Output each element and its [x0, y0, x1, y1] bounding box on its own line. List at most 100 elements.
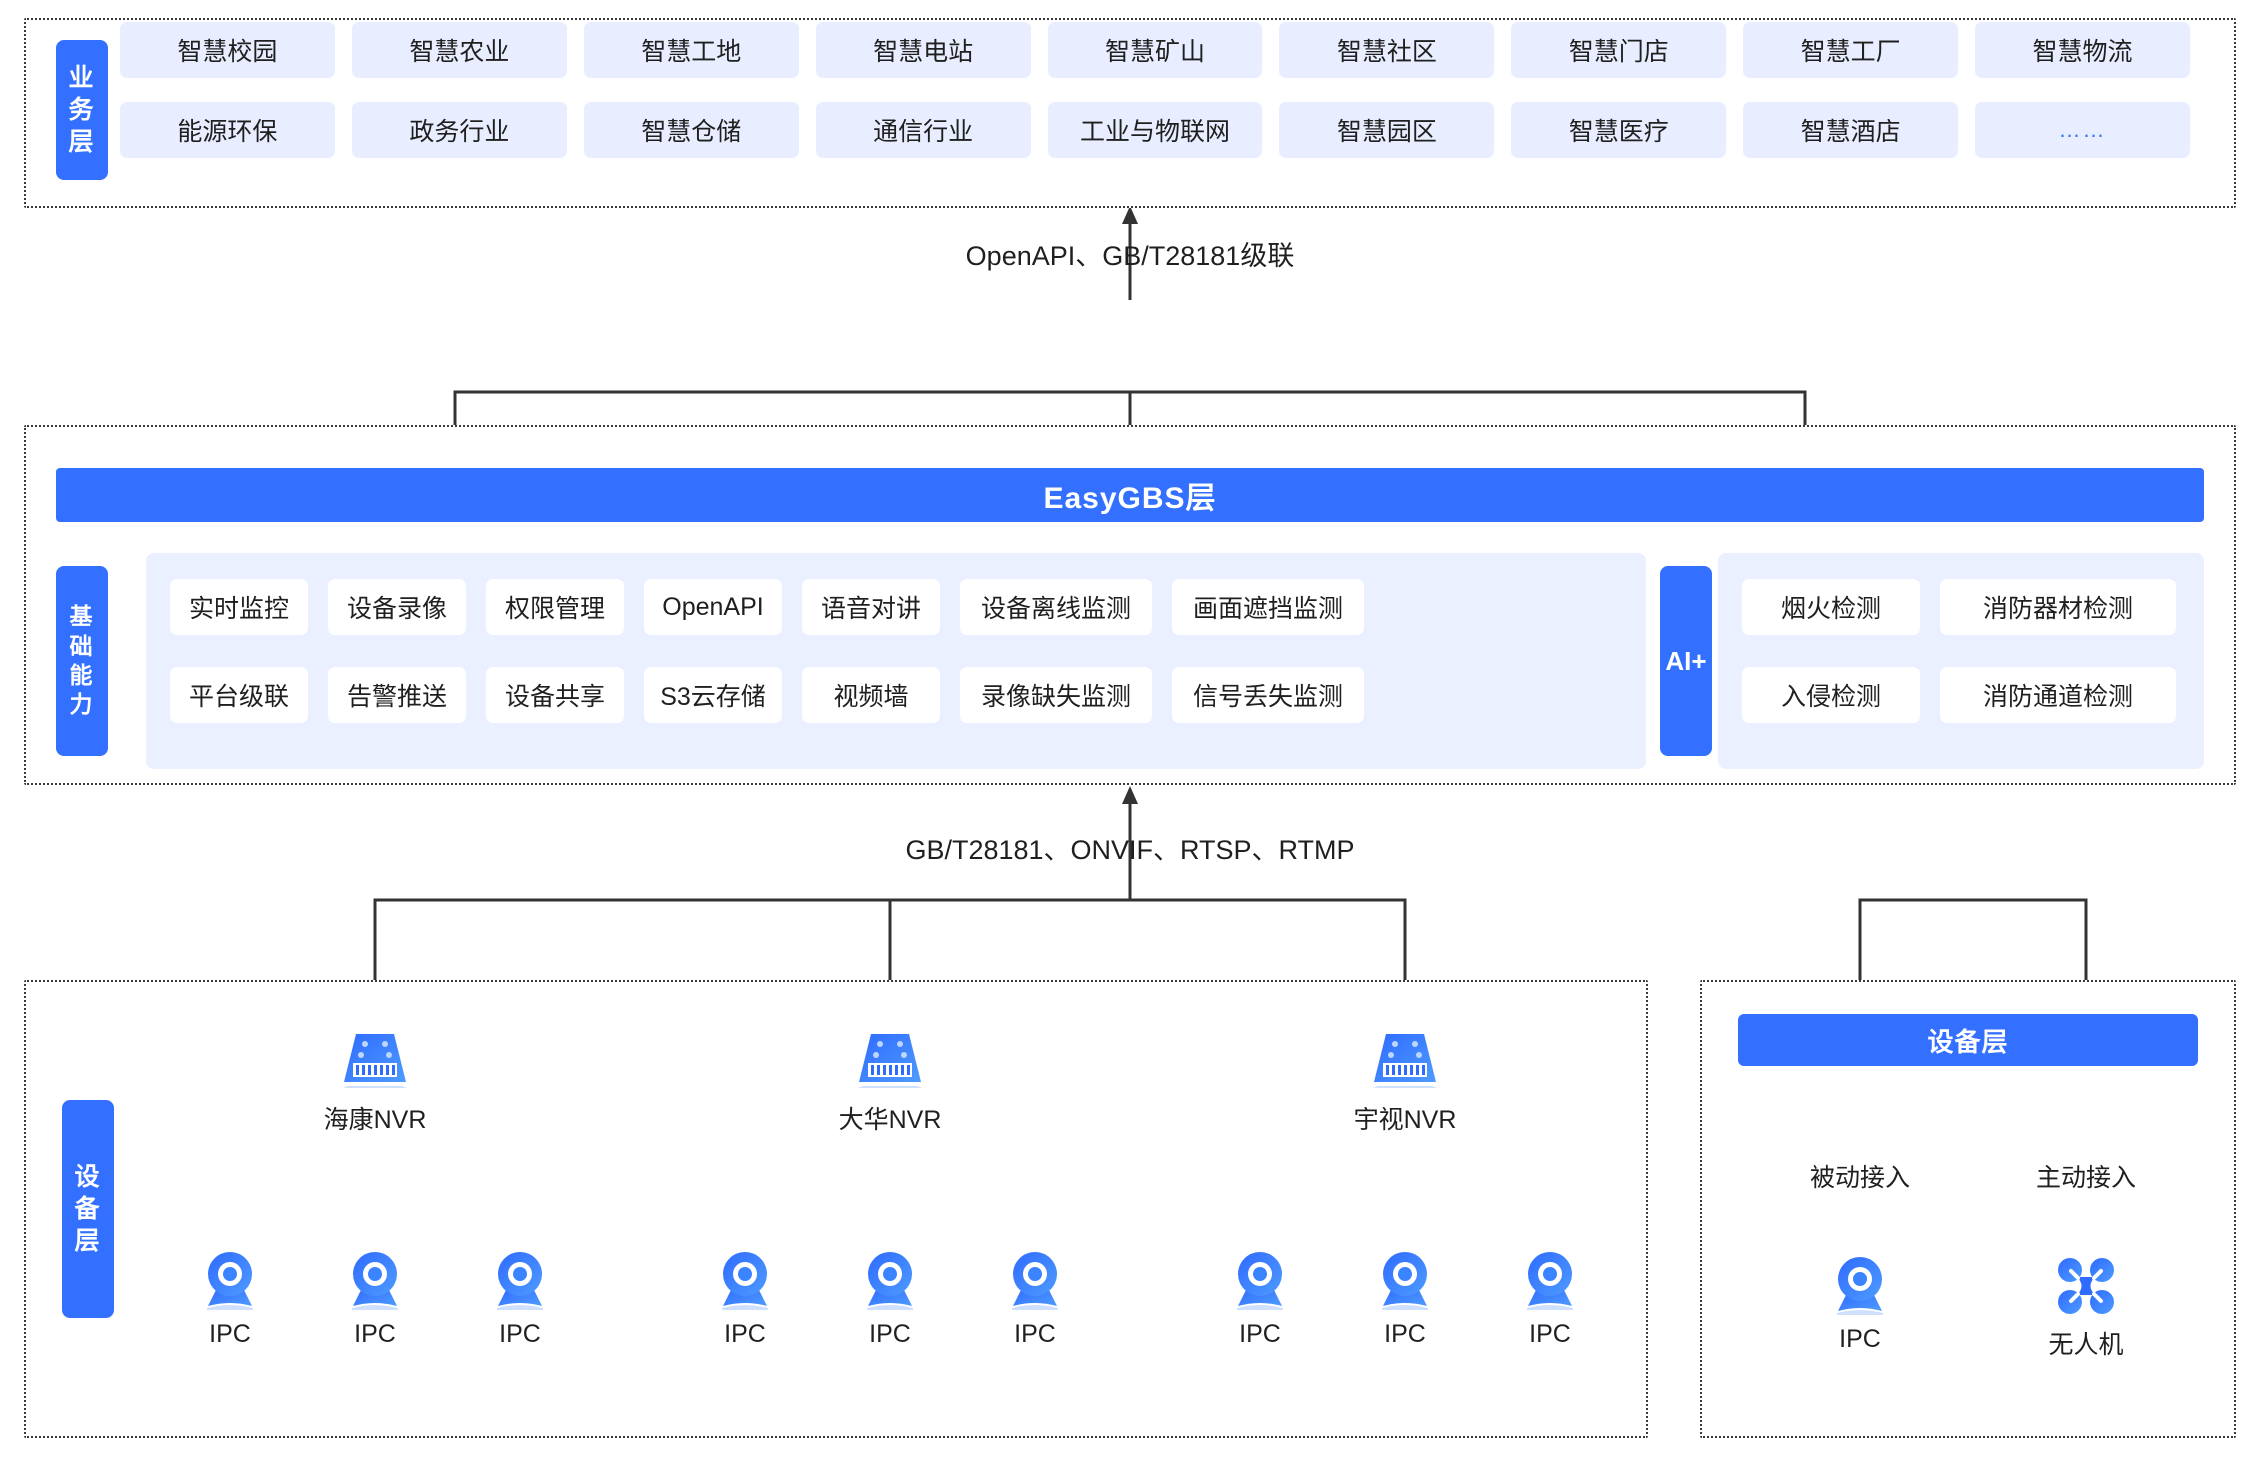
nvr-icon	[343, 1034, 407, 1088]
capability-item-13[interactable]: 录像缺失监测	[960, 667, 1152, 723]
ipc-node-3-2[interactable]: IPC	[1335, 1250, 1475, 1349]
ai-item-1[interactable]: 烟火检测	[1742, 579, 1920, 635]
business-layer-label-text: 业务层	[68, 64, 96, 156]
capability-item-10[interactable]: 设备共享	[486, 667, 624, 723]
ipc-label: IPC	[1384, 1320, 1426, 1348]
arrow-up-easygbs	[1122, 786, 1138, 804]
capability-item-3[interactable]: 权限管理	[486, 579, 624, 635]
active-access-label: 主动接入	[2035, 1164, 2136, 1192]
business-item-18[interactable]: ……	[1975, 102, 2190, 158]
arrow-up-business	[1122, 206, 1138, 224]
basic-capability-label-text: 基础能力	[69, 603, 95, 718]
business-item-4[interactable]: 智慧电站	[815, 22, 1031, 78]
ai-item-4[interactable]: 消防通道检测	[1940, 667, 2176, 723]
capability-item-11[interactable]: S3云存储	[644, 667, 782, 723]
direct-device-node-1[interactable]: IPC	[1790, 1255, 1930, 1354]
business-item-3[interactable]: 智慧工地	[583, 22, 799, 78]
easygbs-title-text: EasyGBS层	[1043, 482, 1217, 515]
ipc-camera-icon	[1382, 1252, 1428, 1310]
business-item-14[interactable]: 工业与物联网	[1047, 102, 1263, 158]
ipc-label: IPC	[1239, 1320, 1281, 1348]
direct-device-node-2[interactable]: 无人机	[2016, 1255, 2156, 1361]
capability-item-12[interactable]: 视频墙	[802, 667, 940, 723]
basic-capability-label: 基础能力	[56, 566, 108, 756]
business-layer-items: 智慧校园智慧农业智慧工地智慧电站智慧矿山智慧社区智慧门店智慧工厂智慧物流能源环保…	[120, 22, 2190, 170]
ipc-camera-icon	[1237, 1252, 1283, 1310]
passive-access-label: 被动接入	[1809, 1164, 1910, 1192]
easygbs-title-bar: EasyGBS层	[56, 468, 2204, 522]
ipc-camera-icon	[352, 1252, 398, 1310]
ipc-camera-icon	[1837, 1257, 1883, 1315]
business-item-12[interactable]: 智慧仓储	[583, 102, 799, 158]
business-item-2[interactable]: 智慧农业	[351, 22, 567, 78]
ipc-node-2-3[interactable]: IPC	[965, 1250, 1105, 1349]
capability-item-1[interactable]: 实时监控	[170, 579, 308, 635]
ipc-camera-icon	[1012, 1252, 1058, 1310]
ai-item-3[interactable]: 入侵检测	[1742, 667, 1920, 723]
business-item-10[interactable]: 能源环保	[120, 102, 335, 158]
capability-items: 实时监控设备录像权限管理 OpenAPI 语音对讲设备离线监测画面遮挡监测平台级联告…	[170, 579, 1622, 745]
direct-device-label: IPC	[1839, 1325, 1881, 1353]
business-item-7[interactable]: 智慧门店	[1511, 22, 1727, 78]
ipc-node-1-3[interactable]: IPC	[450, 1250, 590, 1349]
business-item-8[interactable]: 智慧工厂	[1743, 22, 1959, 78]
ipc-label: IPC	[354, 1320, 396, 1348]
business-item-16[interactable]: 智慧医疗	[1511, 102, 1727, 158]
connector-label-protocols: GB/T28181、ONVIF、RTSP、RTMP	[905, 835, 1355, 865]
business-item-11[interactable]: 政务行业	[351, 102, 567, 158]
ipc-camera-icon	[497, 1252, 543, 1310]
capability-panel: 实时监控设备录像权限管理 OpenAPI 语音对讲设备离线监测画面遮挡监测平台级联告…	[146, 553, 1646, 769]
drone-icon	[2058, 1258, 2114, 1314]
capability-item-7[interactable]: 画面遮挡监测	[1172, 579, 1364, 635]
nvr-node-2[interactable]: 大华NVR	[800, 1030, 980, 1136]
capability-item-9[interactable]: 告警推送	[328, 667, 466, 723]
ipc-label: IPC	[1014, 1320, 1056, 1348]
ipc-node-2-1[interactable]: IPC	[675, 1250, 815, 1349]
ipc-node-3-1[interactable]: IPC	[1190, 1250, 1330, 1349]
nvr-label: 大华NVR	[838, 1106, 942, 1134]
nvr-label: 海康NVR	[323, 1106, 427, 1134]
ipc-camera-icon	[722, 1252, 768, 1310]
direct-device-label: 无人机	[2048, 1331, 2124, 1359]
capability-item-5[interactable]: 语音对讲	[802, 579, 940, 635]
capability-item-2[interactable]: 设备录像	[328, 579, 466, 635]
nvr-icon	[858, 1034, 922, 1088]
ipc-node-3-3[interactable]: IPC	[1480, 1250, 1620, 1349]
ipc-label: IPC	[1529, 1320, 1571, 1348]
ai-plus-badge-text: AI+	[1665, 645, 1707, 676]
ipc-label: IPC	[869, 1320, 911, 1348]
business-item-13[interactable]: 通信行业	[815, 102, 1031, 158]
business-item-15[interactable]: 智慧园区	[1279, 102, 1495, 158]
ipc-label: IPC	[209, 1320, 251, 1348]
nvr-node-3[interactable]: 宇视NVR	[1315, 1030, 1495, 1136]
ipc-node-1-2[interactable]: IPC	[305, 1250, 445, 1349]
business-item-1[interactable]: 智慧校园	[120, 22, 335, 78]
ipc-camera-icon	[207, 1252, 253, 1310]
ipc-node-2-2[interactable]: IPC	[820, 1250, 960, 1349]
ipc-label: IPC	[724, 1320, 766, 1348]
nvr-label: 宇视NVR	[1353, 1106, 1457, 1134]
device-layer-container-left	[24, 980, 1648, 1438]
device-layer-title-bar: 设备层	[1738, 1014, 2198, 1066]
ipc-node-1-1[interactable]: IPC	[160, 1250, 300, 1349]
ai-panel: 烟火检测消防器材检测入侵检测消防通道检测	[1718, 553, 2204, 769]
device-layer-label: 设备层	[62, 1100, 114, 1318]
business-item-6[interactable]: 智慧社区	[1279, 22, 1495, 78]
capability-item-6[interactable]: 设备离线监测	[960, 579, 1152, 635]
business-item-9[interactable]: 智慧物流	[1975, 22, 2190, 78]
nvr-icon	[1373, 1034, 1437, 1088]
business-item-17[interactable]: 智慧酒店	[1743, 102, 1959, 158]
ai-items: 烟火检测消防器材检测入侵检测消防通道检测	[1742, 579, 2180, 745]
capability-item-8[interactable]: 平台级联	[170, 667, 308, 723]
ai-item-2[interactable]: 消防器材检测	[1940, 579, 2176, 635]
nvr-node-1[interactable]: 海康NVR	[285, 1030, 465, 1136]
capability-item-4[interactable]: OpenAPI	[644, 579, 782, 635]
business-layer-label: 业务层	[56, 40, 108, 180]
device-layer-title-text: 设备层	[1927, 1026, 2009, 1057]
ipc-label: IPC	[499, 1320, 541, 1348]
ipc-camera-icon	[867, 1252, 913, 1310]
business-item-5[interactable]: 智慧矿山	[1047, 22, 1263, 78]
capability-item-14[interactable]: 信号丢失监测	[1172, 667, 1364, 723]
device-layer-label-text: 设备层	[74, 1163, 102, 1255]
